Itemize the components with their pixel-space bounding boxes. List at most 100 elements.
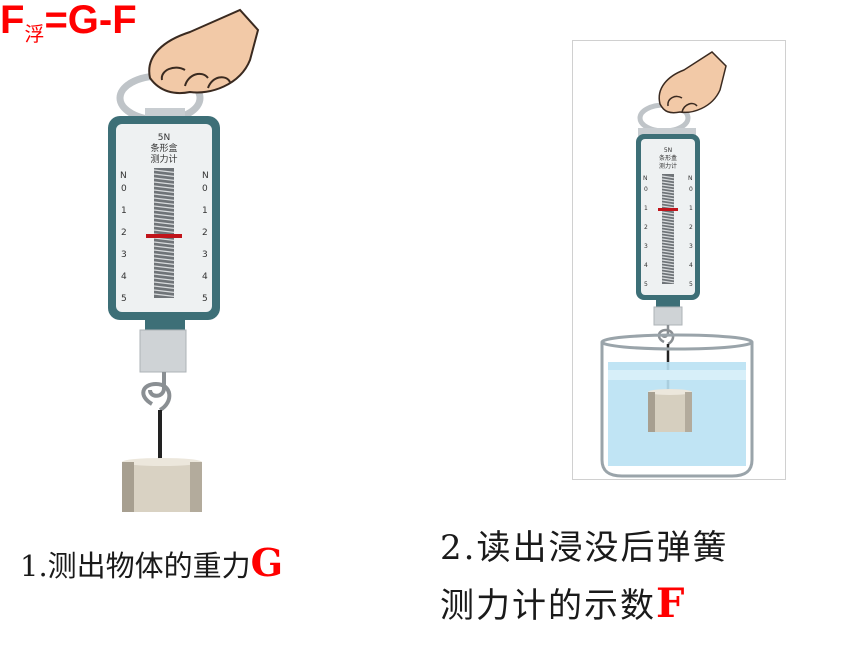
step-1-text: 1.测出物体的重力: [20, 549, 251, 583]
unit-label-right: N: [202, 171, 209, 181]
reading-symbol: F: [656, 580, 687, 627]
spring-coil-line: [153, 169, 175, 173]
spring-coil-line: [153, 273, 175, 277]
spring-coil-line: [661, 214, 675, 218]
spring-coil-line: [661, 244, 675, 248]
spring-coil-line: [661, 181, 675, 185]
spring-coil-line: [153, 205, 175, 209]
spring-coil-line: [661, 187, 675, 191]
spring-coil-line: [661, 232, 675, 236]
spring-coil-line: [661, 220, 675, 224]
step-2-caption-line-1: 2.读出浸没后弹簧: [440, 520, 728, 569]
spring-coil-line: [661, 262, 675, 266]
step-2-caption-line-2: 测力计的示数F: [440, 578, 686, 627]
spring-coil-line: [661, 247, 675, 251]
tick-label-left: 3: [121, 250, 127, 260]
submerged-weight-block: [648, 389, 692, 432]
tick-label-left: 5: [644, 281, 648, 288]
tick-label-right: 3: [202, 250, 208, 260]
scale-header-bottom: 测力计: [659, 162, 677, 170]
spring-coil-line: [153, 209, 175, 213]
tick-label-left: 2: [644, 224, 648, 231]
unit-label-left: N: [643, 175, 648, 182]
tick-label-left: 1: [121, 206, 127, 216]
formula-equation: =G-F: [44, 0, 137, 42]
tick-label-left: 0: [644, 186, 648, 193]
spring-coil-line: [153, 225, 175, 229]
spring-coil-line: [661, 202, 675, 206]
spring-coil-line: [153, 221, 175, 225]
formula-subscript: 浮: [24, 22, 45, 46]
gravity-symbol: G: [250, 540, 284, 585]
spring-coil-line: [153, 213, 175, 217]
spring-coil-line: [153, 229, 175, 233]
formula-force-symbol: F: [0, 0, 25, 42]
scale-header-mid: 条形盒: [150, 142, 177, 154]
spring-coil: [661, 175, 675, 284]
tick-label-left: 4: [121, 272, 127, 282]
spring-coil-line: [661, 190, 675, 194]
scale-pointer: [146, 234, 182, 238]
tick-label-left: 1: [644, 205, 648, 212]
spring-coil-line: [661, 178, 675, 182]
spring-coil-line: [661, 193, 675, 197]
spring-coil-line: [661, 241, 675, 245]
spring-coil-line: [661, 259, 675, 263]
tick-label-right: 5: [202, 294, 208, 304]
spring-coil-line: [661, 199, 675, 203]
tick-label-left: 2: [121, 228, 127, 238]
tick-label-right: 5: [689, 281, 693, 288]
spring-coil-line: [153, 269, 175, 273]
spring-coil-line: [153, 189, 175, 193]
spring-coil-line: [153, 237, 175, 241]
spring-coil-line: [661, 205, 675, 209]
spring-coil-line: [661, 238, 675, 242]
spring-coil-line: [661, 196, 675, 200]
spring-coil-line: [153, 217, 175, 221]
spring-coil: [153, 169, 175, 297]
buoyancy-formula: F浮=G-F: [0, 0, 860, 44]
scale-header-top: 5N: [664, 147, 672, 154]
spring-coil-line: [153, 173, 175, 177]
tick-label-left: 5: [121, 294, 127, 304]
weight-block: [122, 458, 202, 512]
spring-coil-line: [661, 253, 675, 257]
step-2-text-line-1: 2.读出浸没后弹簧: [440, 528, 729, 568]
tick-label-left: 4: [644, 262, 648, 269]
scale-pointer: [658, 208, 678, 211]
hand-icon: [148, 8, 260, 95]
spring-coil-line: [153, 277, 175, 281]
spring-coil-line: [153, 177, 175, 181]
spring-coil-line: [661, 277, 675, 281]
tick-label-right: 4: [202, 272, 208, 282]
spring-coil-line: [153, 249, 175, 253]
spring-coil-line: [153, 289, 175, 293]
spring-coil-line: [661, 235, 675, 239]
spring-coil-line: [153, 241, 175, 245]
spring-coil-line: [661, 223, 675, 227]
spring-coil-line: [661, 265, 675, 269]
spring-coil-line: [661, 250, 675, 254]
spring-coil-line: [661, 175, 675, 179]
scale-header-mid: 条形盒: [659, 154, 677, 162]
spring-coil-line: [661, 268, 675, 272]
spring-coil-line: [153, 197, 175, 201]
spring-coil-line: [153, 261, 175, 265]
tick-label-right: 4: [689, 262, 693, 269]
spring-coil-line: [661, 184, 675, 188]
tick-label-left: 0: [121, 184, 127, 194]
spring-coil-line: [153, 281, 175, 285]
spring-coil-line: [661, 211, 675, 215]
tick-label-right: 3: [689, 243, 693, 250]
spring-coil-line: [661, 274, 675, 278]
spring-coil-line: [153, 193, 175, 197]
spring-coil-line: [661, 271, 675, 275]
hand-icon: [658, 51, 727, 114]
spring-coil-line: [153, 245, 175, 249]
spring-coil-line: [153, 253, 175, 257]
tick-label-right: 1: [689, 205, 693, 212]
spring-coil-line: [153, 285, 175, 289]
